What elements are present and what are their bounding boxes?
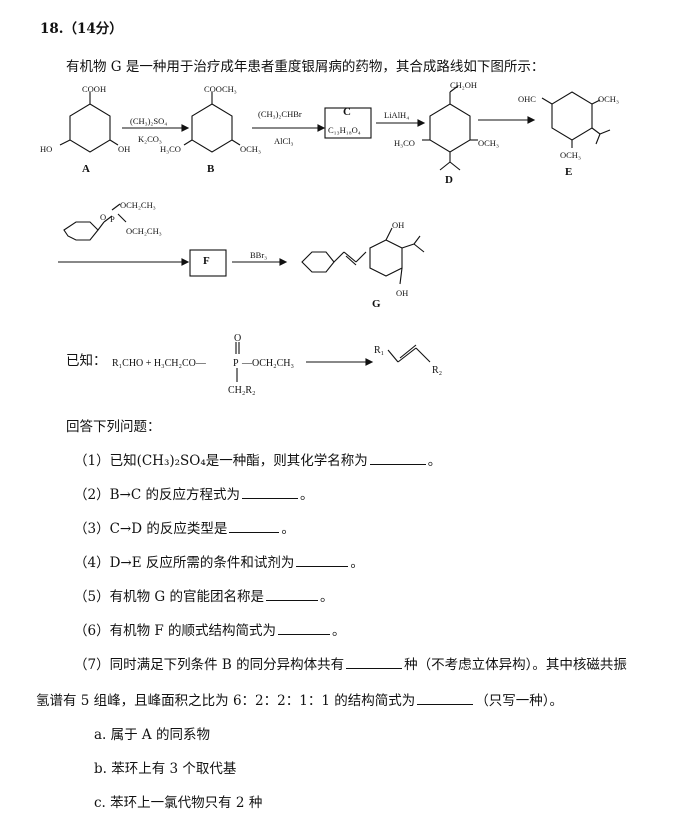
answer-blank[interactable] — [278, 620, 331, 635]
e-och3-bottom-label: OCH₃ — [560, 150, 581, 160]
question-text: （3）C→D 的反应类型是 — [74, 521, 228, 537]
question-7-line2: 氢谱有 5 组峰，且峰面积之比为 6：2：2：1：1 的结构简式为 （只写一种）。 — [36, 690, 563, 710]
ring-b — [191, 103, 233, 153]
label-a: A — [82, 163, 90, 175]
question-1: （1）已知(CH₃)₂SO₄是一种酯，则其化学名称为 。 — [74, 450, 441, 470]
question-text: （6）有机物 F 的顺式结构简式为 — [74, 623, 277, 639]
question-tail: 。 — [281, 521, 295, 537]
question-2: （2）B→C 的反应方程式为 。 — [74, 484, 313, 504]
a-cooh-label: COOH — [82, 84, 107, 94]
known-prefix: 已知： — [66, 353, 107, 369]
label-e: E — [565, 166, 573, 178]
question-tail: 。 — [319, 589, 334, 605]
known-p-atom: P — [233, 358, 239, 369]
c-formula: C₁₃H₁₈O₄ — [328, 125, 361, 135]
intro-text: 有机物 G 是一种用于治疗成年患者重度银屑病的药物，其合成路线如下图所示： — [66, 59, 545, 75]
phosphonate-oet2-label: OCH₂CH₃ — [126, 226, 162, 236]
question-text: （5）有机物 G 的官能团名称是 — [74, 589, 264, 605]
answer-blank[interactable] — [265, 586, 318, 601]
reagent-b-c-top: (CH₃)₂CHBr — [258, 109, 302, 119]
answer-blank[interactable] — [346, 654, 403, 669]
phosphonate-p-label: P — [110, 214, 115, 224]
reagent-c-d: LiAlH₄ — [384, 110, 410, 120]
question-6: （6）有机物 F 的顺式结构简式为 。 — [74, 620, 346, 640]
a-oh-label: OH — [118, 144, 131, 154]
condition-b: b. 苯环上有 3 个取代基 — [94, 761, 237, 777]
label-f: F — [203, 255, 210, 267]
phosphonate-o-label: O — [100, 212, 107, 222]
a-ho-label: HO — [40, 144, 53, 154]
condition-c: c. 苯环上一氯代物只有 2 种 — [94, 795, 263, 811]
question-tail: 。 — [299, 487, 314, 503]
ring-a — [69, 103, 111, 153]
question-text: （4）D→E 反应所需的条件和试剂为 — [74, 555, 295, 571]
e-ohc-label: OHC — [518, 94, 536, 104]
reagent-f-g: BBr₃ — [250, 250, 268, 260]
reagent-a-b-bottom: K₂CO₃ — [138, 134, 162, 144]
ring-d — [429, 103, 471, 153]
d-ch2oh-label: CH₂OH — [450, 80, 478, 90]
d-h3co-label: H₃CO — [394, 138, 415, 148]
answer-blank[interactable] — [296, 552, 349, 567]
ring-e — [551, 91, 593, 141]
question-tail: 。 — [332, 623, 346, 639]
answer-blank[interactable] — [241, 484, 298, 499]
question-text: 氢谱有 5 组峰，且峰面积之比为 6：2：2：1：1 的结构简式为 — [36, 693, 416, 709]
question-text: （7）同时满足下列条件 B 的同分异构体共有 — [74, 657, 345, 673]
question-7-line1: （7）同时满足下列条件 B 的同分异构体共有 种（不考虑立体异构）。其中核磁共振 — [74, 654, 627, 674]
b-cooch3-label: COOCH₃ — [204, 84, 237, 94]
box-f — [189, 249, 227, 277]
known-right: —OCH₂CH₃ — [242, 358, 294, 369]
answer-blank[interactable] — [417, 690, 474, 705]
label-d: D — [445, 174, 453, 186]
question-tail: 。 — [350, 555, 364, 571]
b-h3co-label: H₃CO — [160, 144, 181, 154]
reagent-b-c-bottom: AlCl₃ — [274, 136, 294, 146]
label-g: G — [372, 298, 381, 310]
box-c — [324, 107, 372, 139]
known-lhs: R₁CHO + H₃CH₂CO— — [112, 358, 206, 369]
question-3: （3）C→D 的反应类型是 。 — [74, 518, 295, 538]
ring-g-phenyl — [301, 251, 335, 273]
question-4: （4）D→E 反应所需的条件和试剂为 。 — [74, 552, 364, 572]
answer-intro: 回答下列问题： — [66, 419, 161, 435]
question-text: （2）B→C 的反应方程式为 — [74, 487, 240, 503]
question-tail: 。 — [427, 453, 442, 469]
e-och3-top-label: OCH₃ — [598, 94, 619, 104]
label-b: B — [207, 163, 215, 175]
b-och3-label: OCH₃ — [240, 144, 261, 154]
d-och3-label: OCH₃ — [478, 138, 499, 148]
ring-benzyl — [63, 221, 99, 241]
question-text: （1）已知(CH₃)₂SO₄是一种酯，则其化学名称为 — [74, 453, 368, 469]
answer-blank[interactable] — [369, 450, 426, 465]
known-r2: R₂ — [432, 365, 443, 376]
question-tail: （只写一种）。 — [475, 693, 563, 709]
known-r1: R₁ — [374, 345, 385, 356]
question-5: （5）有机物 G 的官能团名称是 。 — [74, 586, 333, 606]
condition-a: a. 属于 A 的同系物 — [94, 727, 210, 743]
known-o-atom: O — [234, 333, 242, 344]
ring-g-core — [369, 239, 403, 277]
answer-blank[interactable] — [229, 518, 280, 533]
phosphonate-oet1-label: OCH₂CH₃ — [120, 200, 156, 210]
known-sub: CH₂R₂ — [228, 385, 256, 396]
reagent-a-b-top: (CH₃)₂SO₄ — [130, 116, 168, 126]
question-number: 18.（14分） — [40, 21, 123, 37]
question-text-mid: 种（不考虑立体异构）。其中核磁共振 — [404, 657, 627, 673]
label-c: C — [343, 106, 351, 118]
g-oh-bottom-label: OH — [396, 288, 409, 298]
g-oh-top-label: OH — [392, 220, 405, 230]
